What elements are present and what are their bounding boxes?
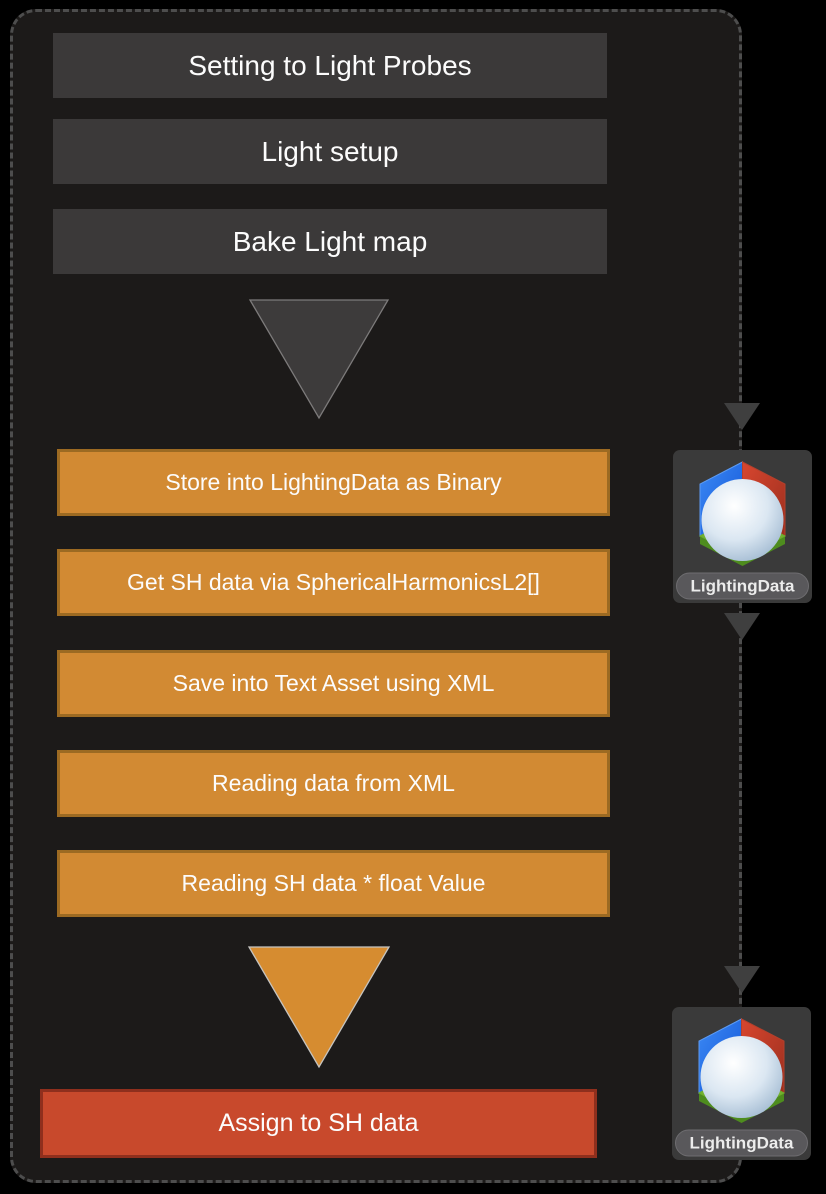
step-bake-light-map: Bake Light map <box>53 209 607 274</box>
gray-down-triangle-icon <box>248 298 390 420</box>
lighting-data-asset-icon: LightingData <box>673 450 812 603</box>
asset-label: LightingData <box>690 1134 794 1153</box>
lighting-data-asset-icon: LightingData <box>672 1007 811 1160</box>
step-get-sh-data: Get SH data via SphericalHarmonicsL2[] <box>57 549 610 616</box>
step-reading-sh-data-float: Reading SH data * float Value <box>57 850 610 917</box>
connector-arrowhead-icon <box>724 966 760 993</box>
asset-label: LightingData <box>691 577 795 596</box>
step-store-into-lightingdata: Store into LightingData as Binary <box>57 449 610 516</box>
orange-down-triangle-icon <box>247 945 391 1069</box>
step-reading-data-from-xml: Reading data from XML <box>57 750 610 817</box>
step-setting-to-light-probes: Setting to Light Probes <box>53 33 607 98</box>
step-save-text-asset-xml: Save into Text Asset using XML <box>57 650 610 717</box>
step-light-setup: Light setup <box>53 119 607 184</box>
connector-arrowhead-icon <box>724 403 760 430</box>
connector-arrowhead-icon <box>724 613 760 640</box>
step-assign-to-sh-data: Assign to SH data <box>40 1089 597 1158</box>
